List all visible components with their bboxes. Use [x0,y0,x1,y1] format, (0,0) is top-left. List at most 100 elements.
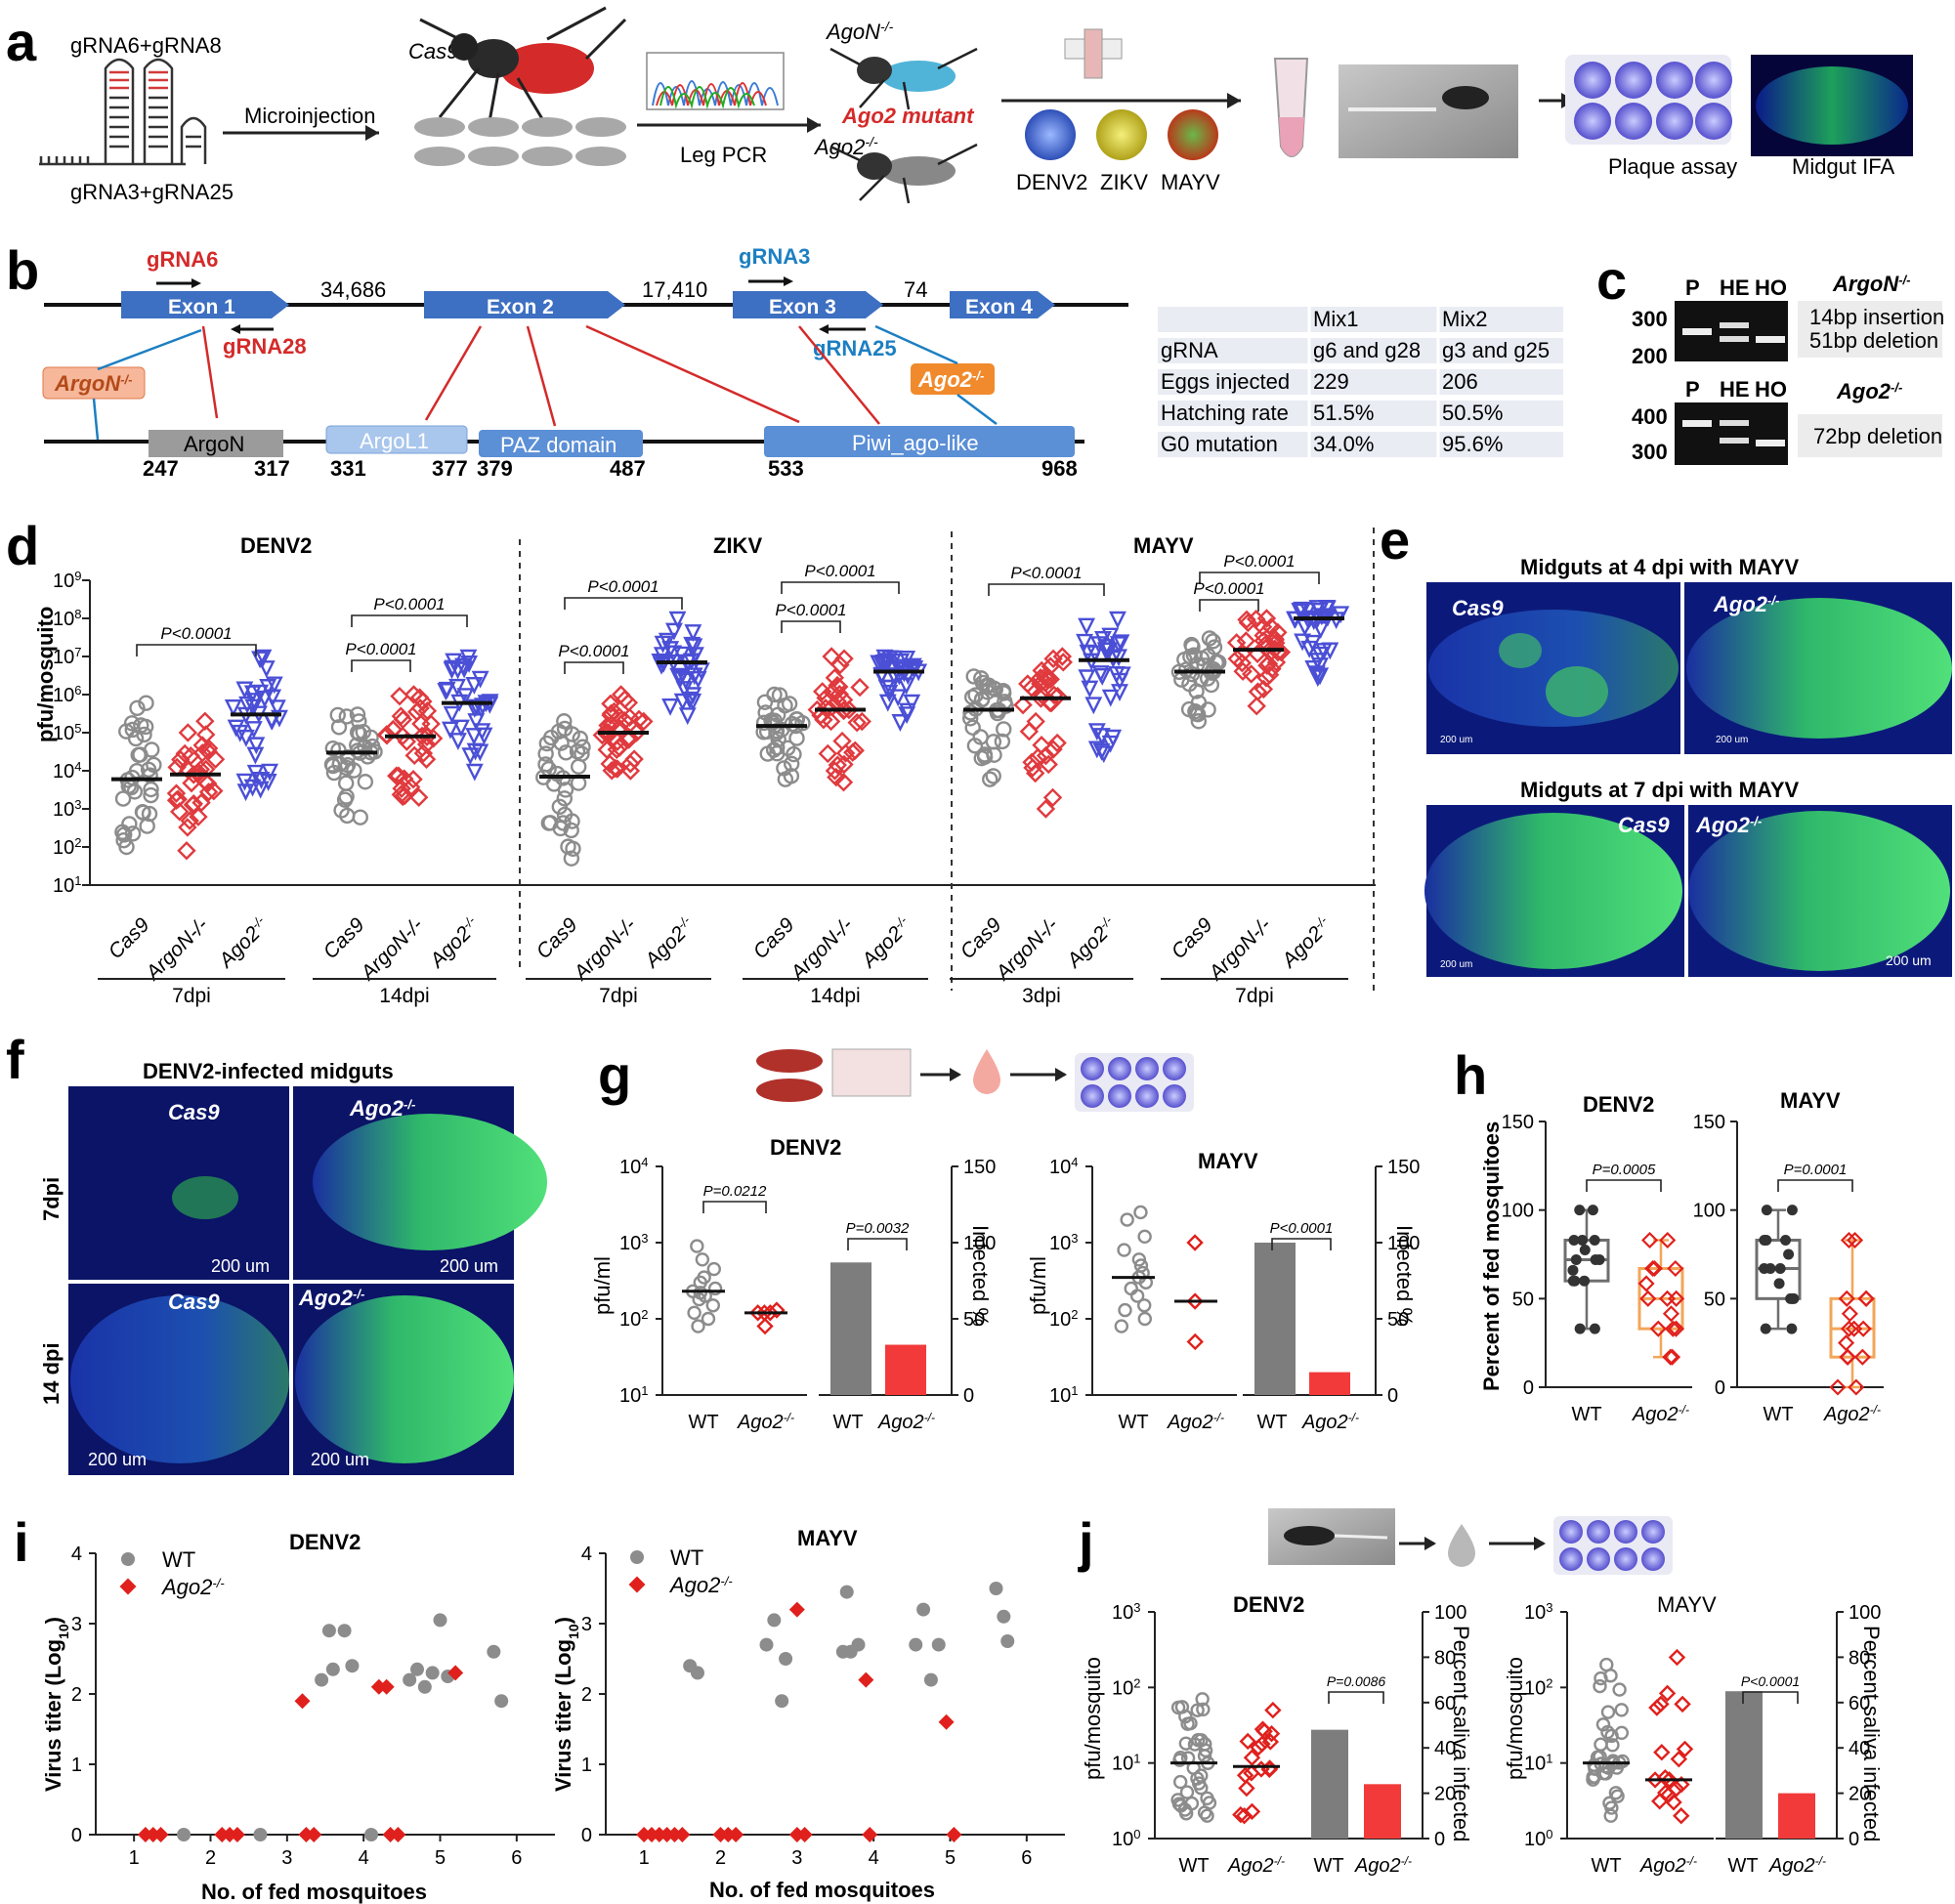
data-point [1268,622,1288,643]
lane-label: P [1685,377,1700,402]
x-tick-label: Ago2-/- [1227,1854,1285,1877]
panel-h-mayv-title: MAYV [1780,1088,1841,1113]
argon-gel-title: ArgoN-/- [1832,272,1911,296]
data-point [684,624,702,642]
x-tick-label: 4 [869,1847,879,1869]
timepoint-label: 3dpi [1022,985,1061,1007]
x-tick-label: Cas9 [105,913,154,963]
data-point [619,728,639,747]
gel-marker: 200 [1632,344,1668,368]
data-point [705,1298,720,1313]
data-point [1036,673,1055,693]
x-tick-label-sup: -/- [1348,1411,1359,1424]
panel-e-cas9-label: Cas9 [1452,596,1504,620]
data-point [701,1311,716,1327]
data-point [558,744,574,761]
x-tick-label: 4 [359,1847,369,1869]
data-point [1652,1695,1670,1714]
data-point [877,679,896,698]
data-point [192,743,212,763]
panel-letter-e: e [1380,509,1410,571]
panel-f-row-label: 14 dpi [39,1342,64,1405]
virus-label: ZIKV [1100,170,1148,194]
grna28-label: gRNA28 [223,334,307,359]
y-tick-label: 0 [71,1825,82,1846]
data-point [995,682,1012,699]
data-point [833,690,854,710]
position-label: 968 [1041,456,1078,481]
denv2-virion-icon [1025,109,1076,160]
data-point [834,649,854,668]
y-tick-exponent: 1 [641,1383,648,1398]
data-point [1311,667,1330,686]
data-point [615,690,635,709]
panel-g-denv2-title: DENV2 [770,1135,841,1160]
y-tick-exponent: 1 [1133,1751,1140,1765]
data-point [1785,1292,1797,1304]
x-tick-label: 3 [281,1847,292,1869]
data-point [404,745,424,766]
data-point [189,807,208,826]
data-point [851,1637,866,1652]
data-point [1857,1290,1875,1307]
panel-d: d pfu/mosquito 1011021031041051061071081… [6,515,1376,1007]
x-tick-label: Ago2-/- [638,912,700,974]
table-cell: 229 [1313,369,1349,394]
data-point [1081,680,1099,698]
data-point [794,715,811,732]
data-point [1254,1735,1271,1753]
data-point [1568,1234,1580,1246]
data-point [1044,685,1064,705]
panel-e-title-top: Midguts at 4 dpi with MAYV [1520,555,1800,579]
panel-letter-i: i [14,1511,29,1573]
p-value-bracket [1777,1179,1853,1192]
data-point [1841,1305,1858,1323]
data-point [1183,636,1200,654]
panel-b: b Exon 1 Exon 2 Exon 3 Exon 4 34,686 17,… [6,239,1563,481]
data-point [197,774,218,793]
data-point [114,790,132,807]
table-cell: g6 and g28 [1313,338,1421,362]
intron-length: 34,686 [320,277,386,302]
data-point [189,763,209,783]
data-point [170,802,190,822]
data-point [179,760,198,781]
x-tick-label-sup: -/- [924,1411,935,1424]
data-point [452,719,470,738]
y-tick-label: 103 [1049,1231,1078,1255]
data-point [618,730,639,749]
data-point [891,714,910,732]
ago2-mutant-label: Ago2-/- [917,367,984,392]
data-point [756,1317,774,1335]
data-point [129,699,146,716]
data-point [1079,644,1097,662]
data-point [412,726,432,746]
microinjection-label: Microinjection [244,104,376,128]
p-value-bracket [781,620,841,633]
data-point [438,681,456,699]
ago2-mutant-label: Ago2 mutant [841,104,975,128]
y-tick-exponent: 2 [1546,1675,1552,1690]
data-point [1233,661,1253,681]
data-point [996,721,1012,738]
data-point [1587,1205,1598,1216]
panel-h-denv2-title: DENV2 [1583,1092,1654,1117]
panel-g-ylabel: pfu/ml [590,1256,615,1315]
p-value-bracket [1199,599,1259,612]
data-point [408,787,429,807]
data-point [352,809,368,825]
data-point [931,1637,946,1652]
arrow-right-icon [191,278,201,288]
domain-label: ArgoL1 [360,429,429,453]
data-point [693,1275,707,1290]
data-point [767,1613,782,1628]
data-point [362,729,379,745]
data-point [759,1637,774,1652]
y-tick-exponent: 1 [1071,1383,1078,1398]
data-point [1100,642,1119,660]
data-point [1761,1205,1772,1216]
y-tick-label: 100 [1112,1827,1140,1851]
table-cell: G0 mutation [1161,432,1278,456]
y-tick-label: 1 [581,1755,592,1776]
y-tick-exponent: 5 [74,721,81,736]
